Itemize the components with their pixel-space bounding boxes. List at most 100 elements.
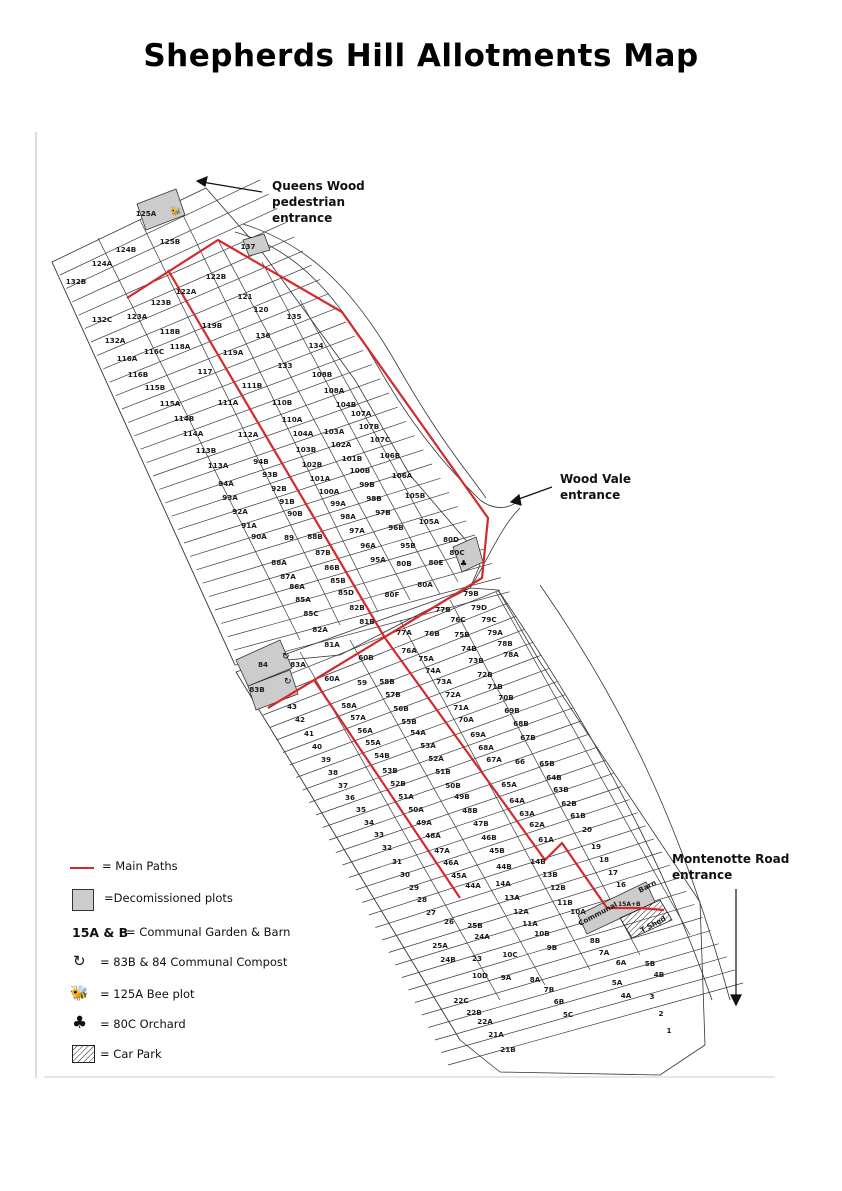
plot-label-81A[interactable]: 81A xyxy=(324,640,340,649)
plot-label-45A[interactable]: 45A xyxy=(451,871,467,880)
plot-label-44B[interactable]: 44B xyxy=(496,862,511,871)
plot-label-10C[interactable]: 10C xyxy=(502,950,517,959)
plot-label-106B[interactable]: 106B xyxy=(380,451,400,460)
plot-label-99B[interactable]: 99B xyxy=(359,480,374,489)
plot-label-108B[interactable]: 108B xyxy=(312,370,332,379)
plot-label-57A[interactable]: 57A xyxy=(350,713,366,722)
plot-label-92B[interactable]: 92B xyxy=(271,484,286,493)
plot-label-55B[interactable]: 55B xyxy=(401,717,416,726)
plot-label-105A[interactable]: 105A xyxy=(419,517,440,526)
plot-label-85D[interactable]: 85D xyxy=(338,588,354,597)
plot-label-76B[interactable]: 76B xyxy=(424,629,439,638)
plot-label-80A[interactable]: 80A xyxy=(417,580,433,589)
plot-label-69A[interactable]: 69A xyxy=(470,730,486,739)
plot-label-132C[interactable]: 132C xyxy=(92,315,112,324)
plot-label-76A[interactable]: 76A xyxy=(401,646,417,655)
plot-label-8A[interactable]: 8A xyxy=(530,975,541,984)
plot-label-4B[interactable]: 4B xyxy=(654,970,664,979)
plot-label-66[interactable]: 66 xyxy=(515,757,525,766)
plot-label-7A[interactable]: 7A xyxy=(599,948,610,957)
plot-label-78A[interactable]: 78A xyxy=(503,650,519,659)
plot-label-85C[interactable]: 85C xyxy=(303,609,318,618)
plot-label-95A[interactable]: 95A xyxy=(370,555,386,564)
plot-label-115A[interactable]: 115A xyxy=(160,399,181,408)
plot-label-107C[interactable]: 107C xyxy=(370,435,390,444)
plot-label-87A[interactable]: 87A xyxy=(280,572,296,581)
plot-label-72A[interactable]: 72A xyxy=(445,690,461,699)
plot-label-98B[interactable]: 98B xyxy=(366,494,381,503)
plot-label-119A[interactable]: 119A xyxy=(223,348,244,357)
plot-label-29[interactable]: 29 xyxy=(409,883,419,892)
plot-label-80F[interactable]: 80F xyxy=(385,590,400,599)
plot-label-76C[interactable]: 76C xyxy=(450,615,465,624)
plot-label-57B[interactable]: 57B xyxy=(385,690,400,699)
plot-label-56B[interactable]: 56B xyxy=(393,704,408,713)
plot-label-1[interactable]: 1 xyxy=(666,1026,671,1035)
plot-label-94B[interactable]: 94B xyxy=(253,457,268,466)
plot-label-96B[interactable]: 96B xyxy=(388,523,403,532)
plot-label-25B[interactable]: 25B xyxy=(467,921,482,930)
plot-label-116B[interactable]: 116B xyxy=(128,370,148,379)
plot-label-62A[interactable]: 62A xyxy=(529,820,545,829)
plot-label-36[interactable]: 36 xyxy=(345,793,355,802)
plot-label-58A[interactable]: 58A xyxy=(341,701,357,710)
plot-label-111A[interactable]: 111A xyxy=(218,398,239,407)
plot-label-119B[interactable]: 119B xyxy=(202,321,222,330)
plot-label-75B[interactable]: 75B xyxy=(454,630,469,639)
plot-label-79B[interactable]: 79B xyxy=(463,589,478,598)
plot-label-113B[interactable]: 113B xyxy=(196,446,216,455)
plot-label-47A[interactable]: 47A xyxy=(434,846,450,855)
plot-label-123B[interactable]: 123B xyxy=(151,298,171,307)
plot-label-3[interactable]: 3 xyxy=(649,992,654,1001)
plot-label-110B[interactable]: 110B xyxy=(272,398,292,407)
plot-label-2[interactable]: 2 xyxy=(658,1009,663,1018)
plot-label-132B[interactable]: 132B xyxy=(66,277,86,286)
plot-label-116C[interactable]: 116C xyxy=(144,347,164,356)
plot-label-70B[interactable]: 70B xyxy=(498,693,513,702)
plot-label-89[interactable]: 89 xyxy=(284,533,294,542)
plot-label-121[interactable]: 121 xyxy=(237,292,252,301)
plot-label-13B[interactable]: 13B xyxy=(542,870,557,879)
plot-label-68B[interactable]: 68B xyxy=(513,719,528,728)
plot-label-22C[interactable]: 22C xyxy=(453,996,468,1005)
plot-label-124B[interactable]: 124B xyxy=(116,245,136,254)
plot-label-85A[interactable]: 85A xyxy=(295,595,311,604)
plot-label-8B[interactable]: 8B xyxy=(590,936,600,945)
plot-label-95B[interactable]: 95B xyxy=(400,541,415,550)
plot-label-35[interactable]: 35 xyxy=(356,805,366,814)
plot-label-28[interactable]: 28 xyxy=(417,895,427,904)
plot-label-7B[interactable]: 7B xyxy=(544,985,554,994)
plot-label-47B[interactable]: 47B xyxy=(473,819,488,828)
plot-label-125B[interactable]: 125B xyxy=(160,237,180,246)
plot-label-82A[interactable]: 82A xyxy=(312,625,328,634)
plot-label-20[interactable]: 20 xyxy=(582,825,592,834)
plot-label-17[interactable]: 17 xyxy=(608,868,618,877)
plot-label-26[interactable]: 26 xyxy=(444,917,454,926)
plot-label-79D[interactable]: 79D xyxy=(471,603,487,612)
plot-label-22B[interactable]: 22B xyxy=(466,1008,481,1017)
plot-label-13A[interactable]: 13A xyxy=(504,893,520,902)
plot-label-50A[interactable]: 50A xyxy=(408,805,424,814)
plot-label-50B[interactable]: 50B xyxy=(445,781,460,790)
plot-label-63A[interactable]: 63A xyxy=(519,809,535,818)
plot-label-117[interactable]: 117 xyxy=(197,367,212,376)
plot-label-80B[interactable]: 80B xyxy=(396,559,411,568)
plot-label-112A[interactable]: 112A xyxy=(238,430,259,439)
plot-label-55A[interactable]: 55A xyxy=(365,738,381,747)
plot-label-25A[interactable]: 25A xyxy=(432,941,448,950)
plot-label-5A[interactable]: 5A xyxy=(612,978,623,987)
plot-label-23[interactable]: 23 xyxy=(472,954,482,963)
plot-label-125A[interactable]: 125A xyxy=(136,209,157,218)
plot-label-87B[interactable]: 87B xyxy=(315,548,330,557)
plot-label-116A[interactable]: 116A xyxy=(117,354,138,363)
plot-label-111B[interactable]: 111B xyxy=(242,381,262,390)
plot-label-91B[interactable]: 91B xyxy=(279,497,294,506)
plot-label-54A[interactable]: 54A xyxy=(410,728,426,737)
plot-label-132A[interactable]: 132A xyxy=(105,336,126,345)
plot-label-49A[interactable]: 49A xyxy=(416,818,432,827)
plot-label-10B[interactable]: 10B xyxy=(534,929,549,938)
plot-label-51A[interactable]: 51A xyxy=(398,792,414,801)
plot-label-6B[interactable]: 6B xyxy=(554,997,564,1006)
plot-label-24B[interactable]: 24B xyxy=(440,955,455,964)
plot-label-21A[interactable]: 21A xyxy=(488,1030,504,1039)
